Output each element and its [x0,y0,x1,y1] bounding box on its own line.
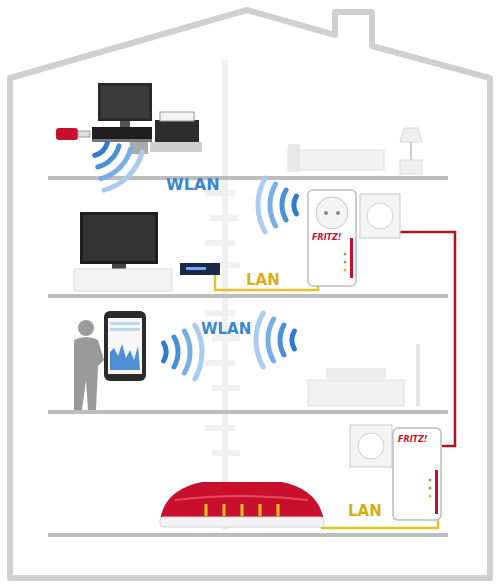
television [74,212,220,291]
lamp [400,128,422,174]
lan-cable [318,520,438,528]
usb-stick [56,128,90,140]
router [160,482,324,527]
lan-label: LAN [348,504,382,519]
wlan-label: WLAN [166,177,220,193]
floor [48,176,448,537]
smartphone [104,311,146,381]
bed [288,144,384,172]
person-silhouette [74,320,104,410]
house-outline [10,10,490,578]
power-cable [400,232,455,446]
brand-logo: FRITZ! [398,436,428,444]
lan-label: LAN [246,273,280,288]
wlan-label: WLAN [201,322,251,337]
wall-socket [350,194,400,467]
brand-logo: FRITZ! [312,234,342,242]
powerline-adapter [308,190,441,520]
wlan-waves [95,143,297,379]
sofa [308,344,420,406]
